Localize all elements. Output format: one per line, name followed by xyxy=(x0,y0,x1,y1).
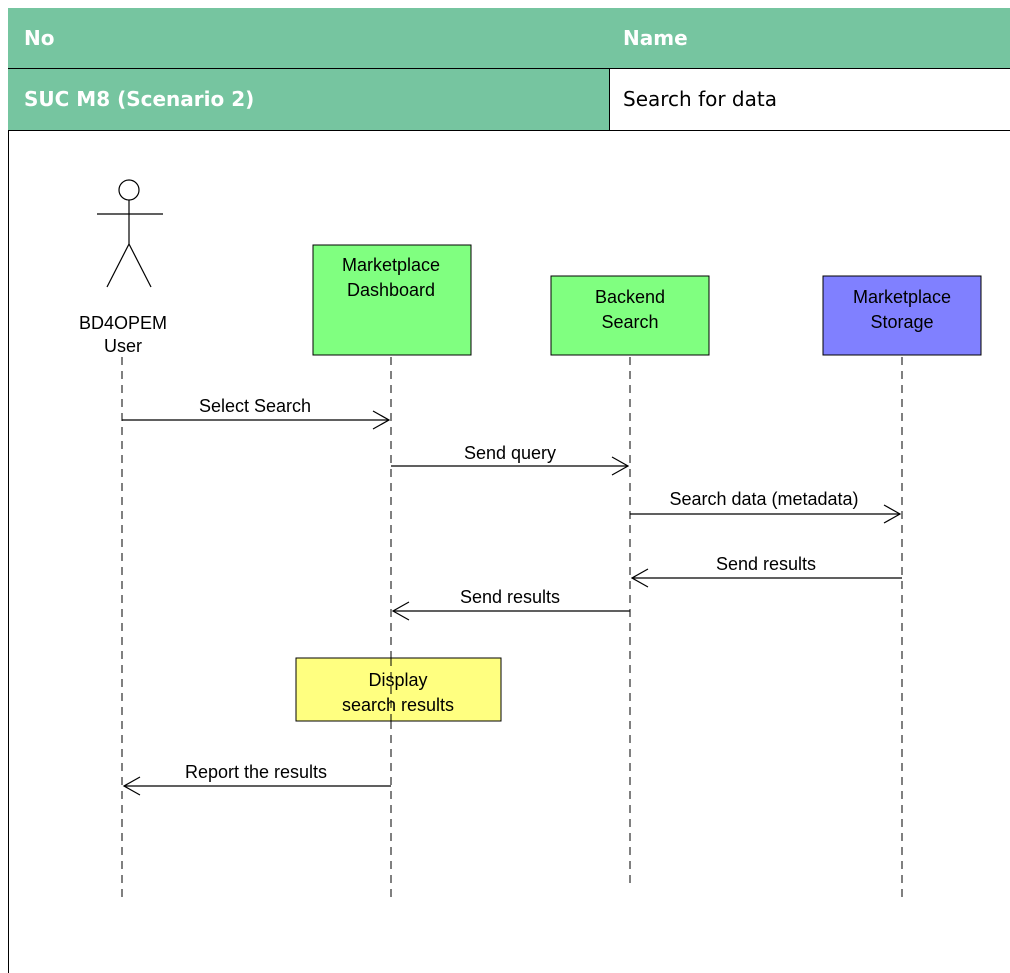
message-label: Report the results xyxy=(185,762,327,782)
message-label: Search data (metadata) xyxy=(669,489,858,509)
table-header-row: No Name xyxy=(8,8,1010,68)
lifeline-label-line1: Backend xyxy=(595,287,665,307)
lifeline-box-marketplace-dashboard xyxy=(312,244,472,356)
arrowhead xyxy=(630,568,649,588)
message-label: Send results xyxy=(460,587,560,607)
lifeline-box-backend-search xyxy=(550,275,710,356)
row-divider-bottom xyxy=(8,130,1010,131)
use-case-id: SUC M8 (Scenario 2) xyxy=(8,68,609,130)
lifeline-label-line2: Dashboard xyxy=(347,280,435,300)
content-left-border xyxy=(8,130,9,973)
arrowhead xyxy=(391,601,410,621)
message-label: Select Search xyxy=(199,396,311,416)
header-name: Name xyxy=(623,26,688,50)
column-divider xyxy=(609,68,610,130)
table-row: SUC M8 (Scenario 2) Search for data xyxy=(8,68,1010,130)
lifeline-label-line1: Marketplace xyxy=(342,255,440,275)
lifeline-label-line1: Marketplace xyxy=(853,287,951,307)
arrowhead xyxy=(883,504,902,524)
note-label-line1: Display xyxy=(368,670,427,690)
arrowhead xyxy=(122,776,141,796)
lifeline-label-line2: Search xyxy=(601,312,658,332)
lifeline-label-line2: Storage xyxy=(870,312,933,332)
note-box xyxy=(295,657,502,722)
message-label: Send results xyxy=(716,554,816,574)
arrowhead xyxy=(611,456,630,476)
use-case-name: Search for data xyxy=(609,68,1010,130)
message-label: Send query xyxy=(464,443,556,463)
row-divider xyxy=(8,68,1010,69)
actor-label-line2: User xyxy=(104,336,142,356)
lifeline-box-marketplace-storage xyxy=(822,275,982,356)
arrowhead xyxy=(372,410,391,430)
actor-label-line1: BD4OPEM xyxy=(79,313,167,333)
note-label-line2: search results xyxy=(342,695,454,715)
header-no: No xyxy=(24,26,55,50)
actor-figure xyxy=(97,179,163,288)
